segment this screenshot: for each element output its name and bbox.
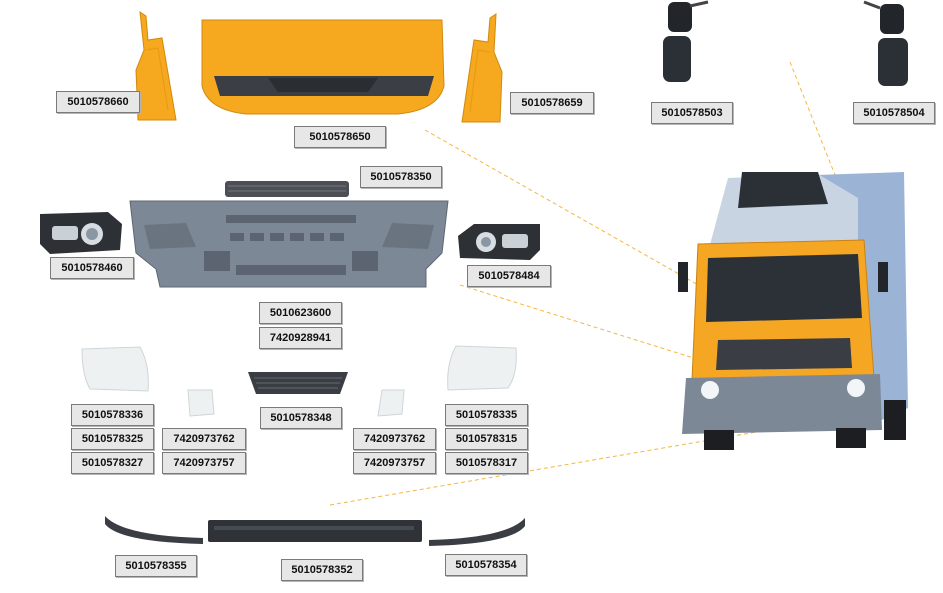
part-number-mirror-left: 5010578503 xyxy=(651,102,733,124)
lamp-cover-left-image xyxy=(80,345,152,393)
part-number-spoiler-right: 5010578354 xyxy=(445,554,527,576)
part-number-bumper-top-grille: 5010578350 xyxy=(360,166,442,188)
mirror-left-image xyxy=(660,0,710,86)
part-number-cab-corner-right: 5010578659 xyxy=(510,92,594,114)
bumper-top-grille-image xyxy=(224,180,350,198)
part-number-lamp-cover-right-c: 5010578317 xyxy=(445,452,528,474)
headlamp-left-image xyxy=(38,210,124,256)
part-number-small-cover-right-b: 7420973757 xyxy=(353,452,436,474)
part-number-small-cover-right-a: 7420973762 xyxy=(353,428,436,450)
part-number-small-cover-left-a: 7420973762 xyxy=(162,428,246,450)
part-number-spoiler-center: 5010578352 xyxy=(281,559,363,581)
part-number-headlamp-left: 5010578460 xyxy=(50,257,134,279)
mirror-right-image xyxy=(862,0,912,90)
part-number-lamp-cover-right-b: 5010578315 xyxy=(445,428,528,450)
upper-front-panel-image xyxy=(198,16,448,118)
main-bumper-image xyxy=(126,195,452,295)
small-cover-left-image xyxy=(184,388,218,418)
part-number-main-bumper-b: 7420928941 xyxy=(259,327,342,349)
part-number-small-cover-left-b: 7420973757 xyxy=(162,452,246,474)
cab-corner-right-image xyxy=(460,12,506,124)
part-number-lamp-cover-left-b: 5010578325 xyxy=(71,428,154,450)
spoiler-center-image xyxy=(206,516,424,546)
small-cover-right-image xyxy=(376,388,408,418)
cab-corner-left-image xyxy=(132,10,178,122)
part-number-upper-front-panel: 5010578650 xyxy=(294,126,386,148)
part-number-bumper-lower-grille: 5010578348 xyxy=(260,407,342,429)
lamp-cover-right-image xyxy=(444,344,520,394)
part-number-main-bumper-a: 5010623600 xyxy=(259,302,342,324)
truck-image xyxy=(668,168,940,458)
part-number-lamp-cover-right-a: 5010578335 xyxy=(445,404,528,426)
part-number-spoiler-left: 5010578355 xyxy=(115,555,197,577)
spoiler-right-image xyxy=(427,514,527,548)
headlamp-right-image xyxy=(456,222,542,262)
part-number-lamp-cover-left-c: 5010578327 xyxy=(71,452,154,474)
part-number-lamp-cover-left-a: 5010578336 xyxy=(71,404,154,426)
bumper-lower-grille-image xyxy=(246,370,350,396)
part-number-cab-corner-left: 5010578660 xyxy=(56,91,140,113)
part-number-headlamp-right: 5010578484 xyxy=(467,265,551,287)
spoiler-left-image xyxy=(103,512,207,546)
part-number-mirror-right: 5010578504 xyxy=(853,102,935,124)
